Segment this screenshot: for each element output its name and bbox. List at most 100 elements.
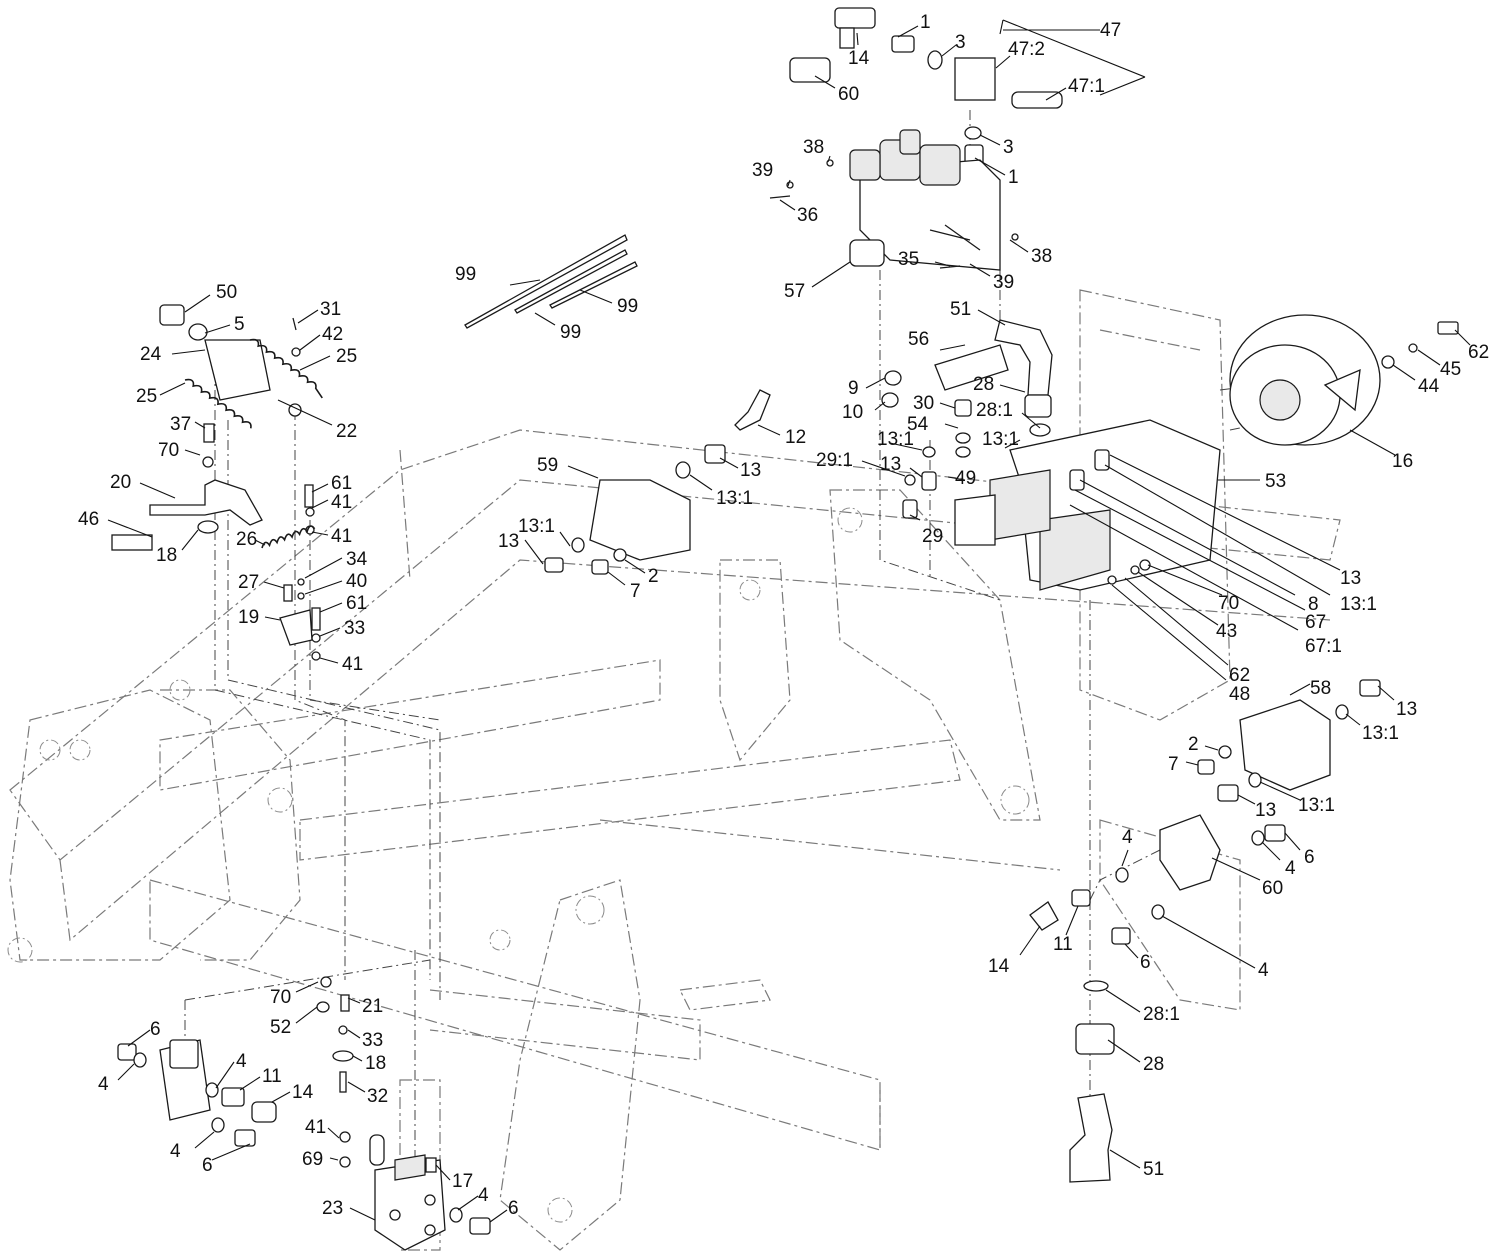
- callout-13-1-b: 13:1: [982, 429, 1019, 450]
- nut-52: [316, 1001, 330, 1013]
- callout-35: 35: [898, 249, 919, 270]
- washer-44: [1381, 355, 1395, 369]
- hose-elbow-51-low: [1069, 1093, 1113, 1183]
- manifold-assembly-57: [849, 129, 1001, 271]
- callout-4-ll-top: 4: [98, 1074, 109, 1095]
- callout-6-valve-low: 6: [1140, 952, 1151, 973]
- fitting-1-top: [891, 35, 915, 53]
- callout-13-p59: 13: [740, 460, 761, 481]
- assembly-lines: [184, 110, 1301, 1170]
- callout-5: 5: [234, 314, 245, 335]
- callout-70-lower: 70: [270, 987, 291, 1008]
- washer-33-lower: [338, 1025, 348, 1035]
- callout-9: 9: [848, 378, 859, 399]
- oring-4-valve-top: [1115, 867, 1129, 883]
- washer-40: [297, 592, 305, 600]
- elbow-12: [734, 389, 771, 431]
- fitting-13-p59: [704, 444, 726, 464]
- pin-31: [292, 317, 297, 331]
- fitting-11: [1071, 889, 1091, 907]
- callout-14-right: 14: [988, 956, 1010, 977]
- washer-5: [188, 323, 208, 341]
- valve-block-47-2: [954, 57, 996, 101]
- callout-6-valve-right: 6: [1304, 847, 1315, 868]
- oring-13-1-right: [955, 446, 971, 458]
- oring-4-valve-right: [1251, 830, 1265, 846]
- bolt-61-lower: [311, 607, 321, 631]
- callout-13-1-p58-top: 13:1: [1362, 723, 1399, 744]
- oring-13-1-p59: [675, 461, 691, 479]
- callout-7-right: 7: [1168, 754, 1179, 775]
- cable-tie-99-b: [514, 249, 628, 314]
- callout-22: 22: [336, 421, 357, 442]
- callout-13-1-a: 13:1: [877, 429, 914, 450]
- callout-28-1-low: 28:1: [1143, 1004, 1180, 1025]
- fitting-6-ll-low: [234, 1129, 256, 1147]
- fitting-6-ll-top: [117, 1043, 137, 1061]
- oring-13-1-center: [922, 446, 936, 458]
- oring-54: [955, 432, 971, 444]
- callout-13-p58-top: 13: [1396, 699, 1417, 720]
- callout-37: 37: [170, 414, 191, 435]
- callout-52: 52: [270, 1017, 291, 1038]
- callout-17: 17: [452, 1171, 473, 1192]
- callout-34: 34: [346, 549, 368, 570]
- callout-56: 56: [908, 329, 929, 350]
- callout-50: 50: [216, 282, 237, 303]
- callout-59: 59: [537, 455, 558, 476]
- fitting-11-ll: [221, 1087, 245, 1107]
- callout-4-ll-low: 4: [170, 1141, 181, 1162]
- fitting-7-left: [591, 559, 609, 575]
- callout-67-1: 67:1: [1305, 636, 1342, 657]
- callout-11-ll: 11: [262, 1066, 282, 1087]
- callout-69: 69: [302, 1149, 323, 1170]
- callout-29: 29: [922, 526, 943, 547]
- oring-4-ll-right: [205, 1082, 219, 1098]
- washer-33: [311, 633, 321, 643]
- callout-39-left: 39: [752, 160, 773, 181]
- callout-33: 33: [344, 618, 365, 639]
- callout-51-top: 51: [950, 299, 971, 320]
- callout-62-top: 62: [1468, 342, 1489, 363]
- nut-69: [339, 1156, 351, 1168]
- callout-4-ll-right: 4: [236, 1051, 247, 1072]
- callout-23: 23: [322, 1198, 343, 1219]
- callout-38-left: 38: [803, 137, 824, 158]
- callout-18-upper: 18: [156, 545, 177, 566]
- pump-16: [1229, 314, 1381, 446]
- callout-70-pa: 70: [1218, 593, 1239, 614]
- oring-3-mid: [964, 126, 982, 140]
- leader-lines: [107, 19, 1471, 1223]
- callout-99-c: 99: [617, 296, 638, 317]
- fitting-6-valve-low: [1111, 927, 1131, 945]
- callout-60: 60: [838, 84, 859, 105]
- callout-12: 12: [785, 427, 806, 448]
- callout-61-lower: 61: [346, 593, 367, 614]
- oring-3-top: [927, 50, 943, 70]
- plug-50: [159, 304, 185, 326]
- oring-4-cv: [449, 1207, 463, 1223]
- callout-39-right: 39: [993, 272, 1014, 293]
- callout-47: 47: [1100, 20, 1121, 41]
- fitting-60-top: [789, 57, 831, 83]
- pivot-body-24: [204, 339, 271, 401]
- washer-41-a: [305, 507, 315, 517]
- callout-43: 43: [1216, 621, 1237, 642]
- callout-13-1-p59: 13:1: [716, 488, 753, 509]
- callout-41-c: 41: [342, 654, 363, 675]
- callout-25-right: 25: [336, 346, 357, 367]
- pump-assembly-53: [954, 419, 1221, 591]
- oring-4-ll-low: [211, 1117, 225, 1133]
- washer-18-lower: [332, 1050, 354, 1062]
- washer-18-upper: [197, 520, 219, 534]
- fitting-14-right: [1029, 901, 1059, 931]
- callout-14-ll: 14: [292, 1082, 314, 1103]
- callout-61-upper: 61: [331, 473, 352, 494]
- tee-fitting-14-top: [834, 7, 876, 49]
- control-valve-23: [369, 1134, 446, 1251]
- pin-34: [297, 578, 305, 586]
- tube-56: [934, 344, 1009, 391]
- callout-2-right: 2: [1188, 734, 1199, 755]
- callout-1: 1: [920, 12, 931, 33]
